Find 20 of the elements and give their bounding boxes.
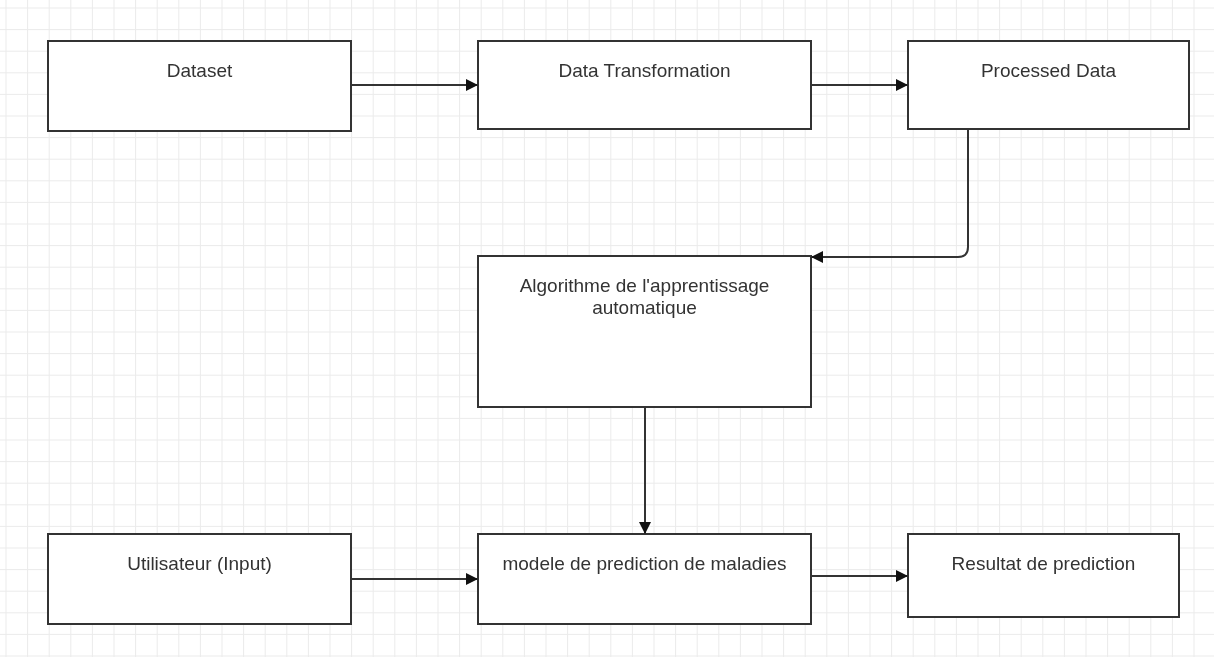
process-box [47, 533, 352, 625]
arrow [639, 407, 651, 534]
process-box [907, 533, 1180, 618]
process-box [477, 40, 812, 130]
arrow [811, 79, 908, 91]
box-label: Utilisateur (Input) [126, 553, 273, 575]
box-label: Dataset [165, 60, 234, 82]
process-box [47, 40, 352, 132]
box-label: Processed Data [979, 60, 1118, 82]
box-label: Data Transformation [557, 60, 732, 82]
process-box [477, 255, 812, 408]
arrow [811, 570, 908, 582]
arrow [351, 573, 478, 585]
box-label: Resultat de prediction [950, 553, 1137, 575]
box-label: modele de prediction de maladies [501, 553, 788, 575]
process-box [477, 533, 812, 625]
arrow [811, 129, 969, 263]
box-label: Algorithme de l'apprentissage automatique [518, 275, 771, 319]
arrow [351, 79, 478, 91]
process-box [907, 40, 1190, 130]
